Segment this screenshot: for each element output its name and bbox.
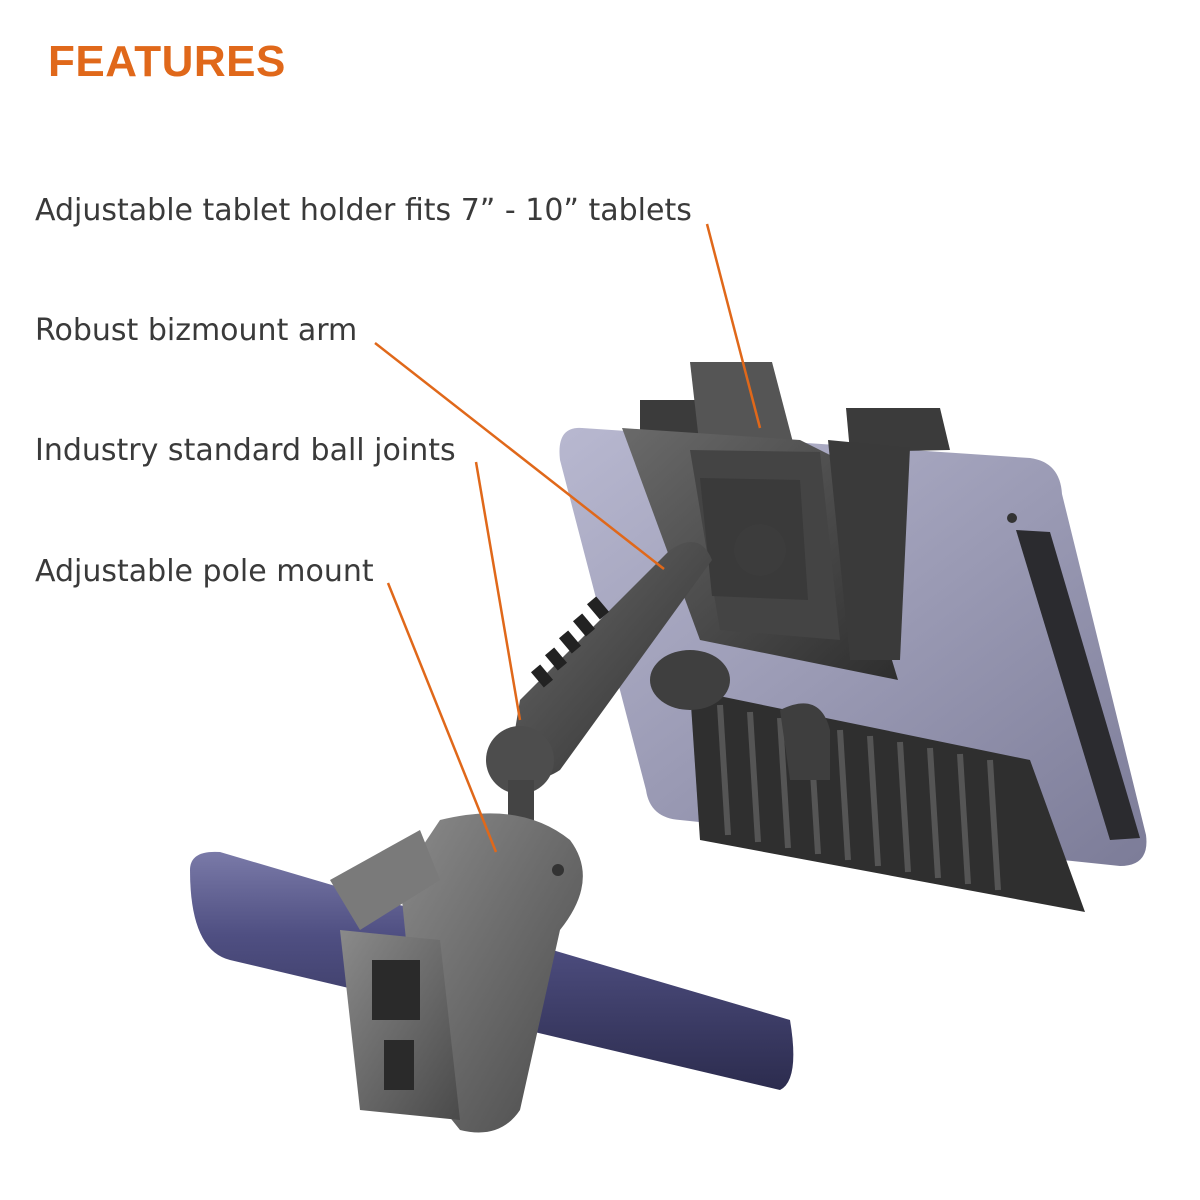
feature-label-pole-mount: Adjustable pole mount bbox=[35, 554, 374, 589]
feature-label-ball-joints: Industry standard ball joints bbox=[35, 433, 456, 468]
callout-line-pole-mount bbox=[386, 582, 498, 853]
feature-label-bizmount-arm: Robust bizmount arm bbox=[35, 313, 358, 348]
callout-line-bizmount-arm bbox=[374, 342, 665, 570]
pole-clamp bbox=[330, 813, 583, 1133]
callout-line-ball-joints bbox=[474, 461, 522, 721]
feature-label-tablet-holder: Adjustable tablet holder fits 7” - 10” t… bbox=[35, 193, 692, 228]
page-title: FEATURES bbox=[48, 37, 286, 86]
camera-icon bbox=[1007, 513, 1017, 523]
callout-line-tablet-holder bbox=[705, 223, 762, 429]
bizmount-arm bbox=[510, 524, 786, 778]
